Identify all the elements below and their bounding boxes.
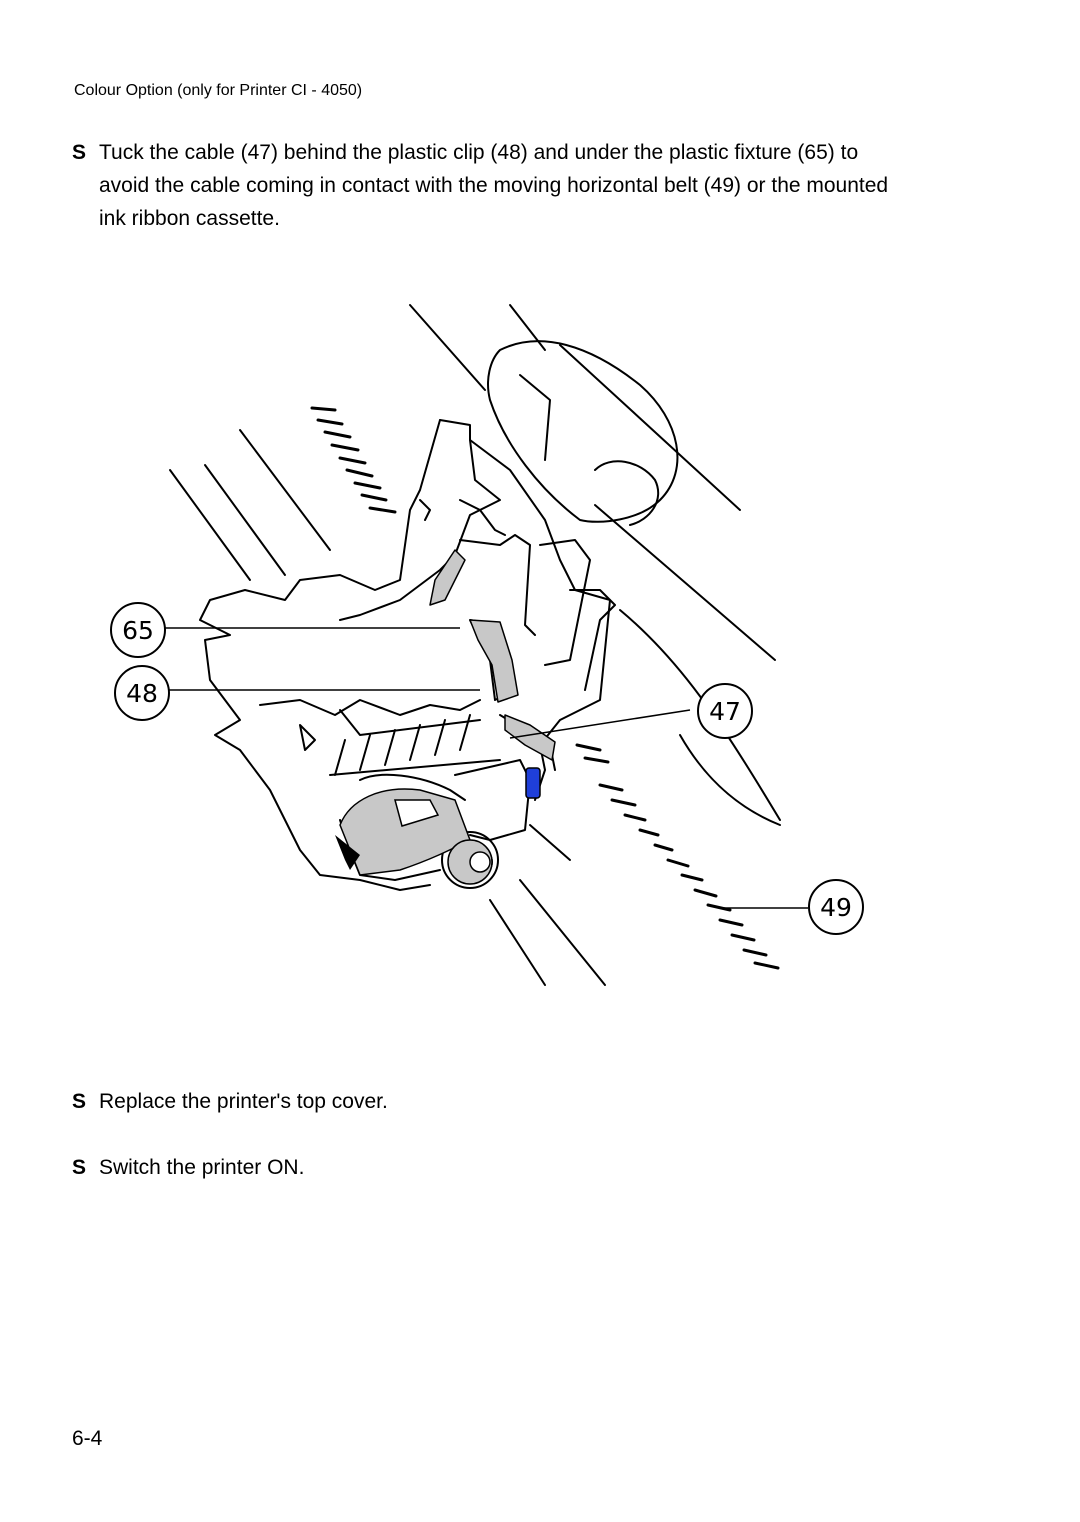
callout-65: 65 (110, 602, 166, 658)
svg-text:48: 48 (126, 679, 158, 708)
svg-text:49: 49 (820, 893, 852, 922)
page-number: 6-4 (72, 1427, 103, 1450)
printer-head-illustration: 65 48 47 49 (110, 304, 864, 986)
svg-text:65: 65 (122, 616, 154, 645)
step-text: Replace the printer's top cover. (99, 1090, 388, 1113)
callout-48: 48 (114, 665, 170, 721)
bullet-marker: S (72, 1156, 87, 1179)
instruction-step-switch-on: S Switch the printer ON. (72, 1151, 899, 1184)
bullet-marker: S (72, 1090, 87, 1113)
bullet-marker: S (72, 141, 87, 164)
svg-text:47: 47 (709, 697, 741, 726)
callout-47: 47 (697, 683, 753, 739)
step-text: Tuck the cable (47) behind the plastic c… (99, 141, 889, 230)
step-text: Switch the printer ON. (99, 1156, 305, 1179)
running-header: Colour Option (only for Printer CI - 405… (74, 82, 363, 99)
instruction-step-replace-cover: S Replace the printer's top cover. (72, 1085, 899, 1118)
instruction-step-tuck-cable: S Tuck the cable (47) behind the plastic… (72, 136, 899, 235)
callout-49: 49 (808, 879, 864, 935)
